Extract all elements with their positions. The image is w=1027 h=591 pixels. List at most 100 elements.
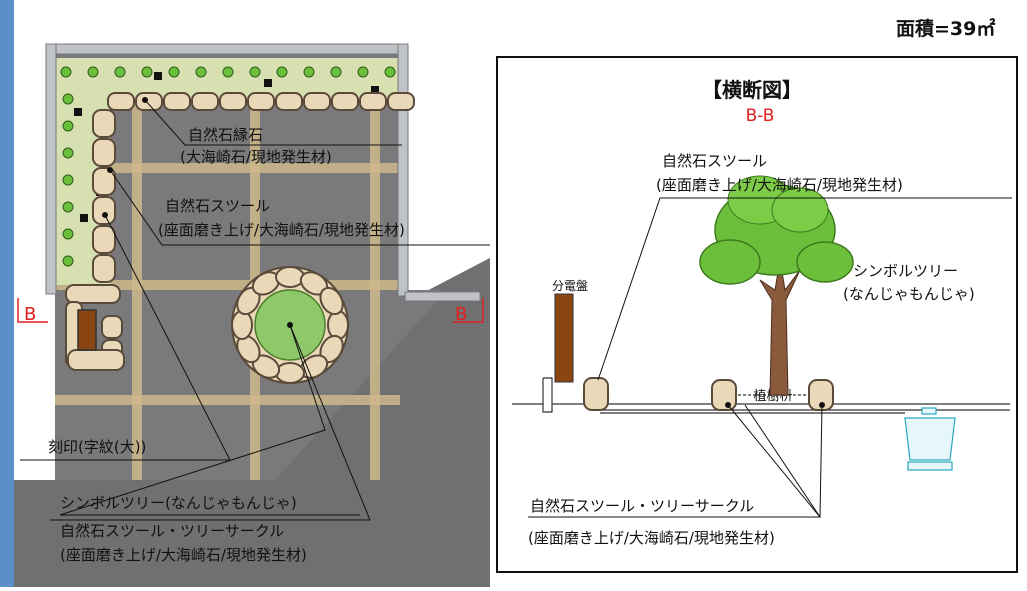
section-title: 【横断図】 [702, 78, 802, 102]
shrub [330, 66, 342, 78]
section-labels: 自然石スツール (座面磨き上げ/大海崎石/現地発生材) シンボルツリー (なんじ… [528, 152, 975, 547]
planting-strip [55, 58, 400, 285]
shrub [87, 66, 99, 78]
shrub [62, 147, 74, 159]
label-tree-circle: 自然石スツール・ツリーサークル [60, 522, 284, 540]
shrub [62, 255, 74, 267]
edge-stone [92, 109, 116, 138]
section-stool [711, 379, 737, 411]
shrub [62, 174, 74, 186]
boundary-wall-step [404, 291, 481, 302]
drainage-structure [904, 407, 956, 471]
label-edge-stone: 自然石縁石 [188, 126, 263, 144]
edge-stone [135, 92, 163, 111]
area-label: 面積=39㎡ [896, 17, 995, 40]
edge-stone [387, 92, 415, 111]
label-stool-detail: (座面磨き上げ/大海崎石/現地発生材) [158, 221, 405, 239]
ground-profile [512, 377, 1010, 414]
bench-stone [67, 349, 125, 371]
boundary-wall-top [45, 43, 409, 55]
edge-stone [163, 92, 191, 111]
edge-stone [92, 138, 116, 167]
section-subtitle: B-B [746, 106, 775, 126]
label-section-stool-detail: (座面磨き上げ/大海崎石/現地発生材) [656, 176, 903, 194]
section-leaders [528, 197, 1012, 518]
section-mark-label: B [455, 304, 467, 325]
section-mark-right: B [453, 298, 484, 325]
shrub [195, 66, 207, 78]
shrub [141, 66, 153, 78]
boundary-wall-left [45, 43, 57, 295]
section-stool [808, 379, 834, 411]
marker-post [264, 79, 272, 87]
bench-stones [65, 284, 125, 371]
label-section-tree: シンボルツリー [853, 262, 958, 280]
plan-leaders [20, 97, 490, 521]
label-tree-circle-title: シンボルツリー(なんじゃもんじゃ) [60, 494, 297, 512]
section-mark-left: B [17, 298, 48, 325]
shrub-row [60, 66, 396, 267]
section-view: 【横断図】 B-B 分電盤 植樹枡 [496, 56, 1018, 573]
edge-stone [191, 92, 219, 111]
shrub [60, 66, 72, 78]
ring-stone [319, 286, 344, 316]
edge-stone [92, 225, 116, 254]
edge-stone [92, 167, 116, 196]
shrub [249, 66, 261, 78]
shrub [168, 66, 180, 78]
section-mark-label: B [24, 304, 36, 325]
shrub [62, 228, 74, 240]
label-section-circle: 自然石スツール・ツリーサークル [530, 497, 754, 515]
edge-stone [92, 254, 116, 283]
edge-stone [92, 196, 116, 225]
distribution-panel [554, 293, 574, 383]
plaza-paving [55, 48, 440, 480]
label-stool: 自然石スツール [165, 197, 270, 215]
shrub [384, 66, 396, 78]
tree-circle-stones [231, 266, 349, 384]
ring-stone [275, 266, 305, 288]
marker-post [74, 108, 82, 116]
shrub [303, 66, 315, 78]
bench-stone [65, 284, 121, 304]
label-panel: 分電盤 [552, 279, 588, 293]
ring-stone [231, 310, 253, 340]
section-stools [583, 377, 834, 411]
label-edge-stone-detail: (大海崎石/現地発生材) [180, 148, 332, 166]
shrub [62, 93, 74, 105]
label-section-stool: 自然石スツール [662, 152, 767, 170]
edge-stone [303, 92, 331, 111]
shrub [62, 120, 74, 132]
plan-view: B B 自然石縁石 (大海崎石/現地発生材) 自然石スツール (座面磨き上げ/大… [14, 0, 490, 587]
left-edge-strip [0, 0, 14, 587]
marker-post [371, 86, 379, 94]
shrub [222, 66, 234, 78]
symbol-tree [699, 175, 854, 396]
shrub [276, 66, 288, 78]
label-tree-circle-detail: (座面磨き上げ/大海崎石/現地発生材) [60, 546, 307, 564]
paving-joint [55, 395, 400, 405]
shrub [114, 66, 126, 78]
marker-post [154, 72, 162, 80]
distribution-panel-plan [77, 309, 97, 351]
edge-stone [275, 92, 303, 111]
ring-stone [275, 362, 305, 384]
paving-joint [55, 163, 400, 173]
section-stool [583, 377, 609, 411]
edge-stone [107, 92, 135, 111]
edge-stone [359, 92, 387, 111]
boundary-wall-right [397, 43, 409, 297]
plan-margin [14, 0, 55, 475]
label-section-tree-detail: (なんじゃもんじゃ) [843, 285, 975, 303]
section-frame [496, 56, 1018, 573]
label-engraving: 刻印(字紋(大)) [48, 438, 146, 456]
edge-stone [247, 92, 275, 111]
marker-post [80, 214, 88, 222]
edge-stone [331, 92, 359, 111]
bench-stone [101, 315, 123, 339]
edge-stone [219, 92, 247, 111]
shrub [62, 201, 74, 213]
label-section-circle-detail: (座面磨き上げ/大海崎石/現地発生材) [528, 529, 775, 547]
